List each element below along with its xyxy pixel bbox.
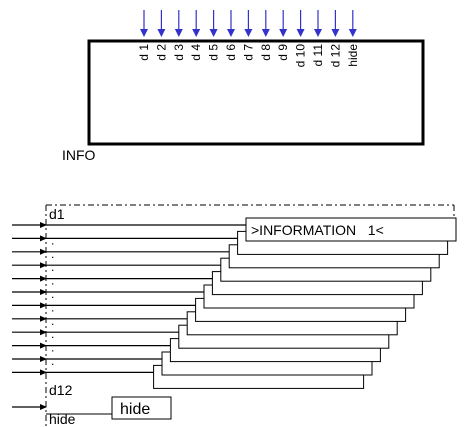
pin-arrowhead-icon	[227, 29, 235, 37]
input-wire	[12, 302, 196, 309]
input-pin[interactable]: d 10	[294, 10, 308, 67]
input-wire	[12, 248, 230, 255]
pin-label: d 2	[154, 44, 168, 61]
input-wire	[12, 235, 238, 242]
input-wire	[12, 369, 154, 376]
input-dot: .	[51, 341, 54, 355]
pin-arrowhead-icon	[261, 29, 270, 37]
input-pin[interactable]: d 9	[276, 10, 290, 61]
wire-arrowhead-icon	[40, 262, 47, 269]
wire-arrowhead-icon	[40, 315, 47, 322]
hide-box-text: hide	[120, 401, 150, 418]
input-pin[interactable]: d 12	[328, 10, 342, 67]
wire-arrowhead-icon	[40, 275, 47, 282]
pin-label: d 10	[294, 44, 308, 68]
pin-arrowhead-icon	[209, 29, 218, 37]
input-label-hide: hide	[49, 411, 76, 427]
input-pin[interactable]: d 6	[224, 10, 238, 61]
hide-wire-arrowhead-icon	[40, 404, 47, 410]
input-label-first: d1	[49, 206, 65, 222]
input-wire	[12, 329, 179, 336]
pin-arrowhead-icon	[314, 29, 322, 37]
input-pin[interactable]: d 8	[259, 10, 273, 61]
input-pin[interactable]: d 3	[172, 10, 186, 61]
pin-arrowhead-icon	[140, 29, 148, 37]
information-block[interactable]: d1 d12 hide >INFORMATION 1< .......... h…	[12, 204, 457, 427]
wire-arrowhead-icon	[40, 369, 47, 376]
pin-arrowhead-icon	[296, 29, 305, 37]
wire-arrowhead-icon	[40, 329, 47, 336]
input-label-last: d12	[49, 382, 73, 398]
input-dot: .	[51, 287, 54, 301]
pin-label: d 11	[311, 44, 325, 67]
pin-label: d 4	[189, 44, 203, 61]
pin-label: d 3	[172, 44, 186, 61]
input-pin[interactable]: d 2	[154, 10, 168, 61]
info-block-frame[interactable]	[87, 39, 425, 146]
input-wire	[12, 222, 246, 228]
pin-arrowhead-icon	[331, 29, 340, 37]
input-wire	[12, 356, 162, 362]
wire-arrowhead-icon	[40, 222, 47, 228]
input-pin[interactable]: d 11	[311, 10, 325, 66]
information-title: >INFORMATION 1<	[251, 222, 384, 238]
pin-label: hide	[346, 44, 360, 67]
pin-label: d 8	[259, 44, 273, 61]
input-wire	[12, 262, 221, 269]
input-wire	[12, 315, 188, 322]
input-wire	[12, 289, 204, 295]
wire-arrowhead-icon	[40, 342, 47, 349]
input-dot: .	[51, 354, 54, 368]
information-stack: >INFORMATION 1<	[153, 217, 457, 389]
input-dot: .	[51, 233, 54, 247]
input-dot: .	[51, 327, 54, 341]
pin-label: d 6	[224, 44, 238, 61]
info-block-label: INFO	[62, 147, 96, 163]
input-pin[interactable]: d 4	[189, 10, 203, 61]
hide-box[interactable]	[111, 396, 172, 420]
input-dots: ..........	[51, 233, 54, 368]
input-pin[interactable]: d 1	[137, 10, 151, 61]
pin-arrowhead-icon	[279, 29, 288, 37]
pin-arrowhead-icon	[244, 29, 253, 37]
pin-label: d 7	[241, 44, 255, 61]
input-pin[interactable]: hide	[346, 10, 360, 67]
wire-arrowhead-icon	[40, 235, 47, 242]
input-dot: .	[51, 274, 54, 288]
pin-arrowhead-icon	[192, 29, 201, 37]
input-dot: .	[51, 247, 54, 261]
pin-label: d 5	[207, 44, 221, 61]
pin-label: d 9	[276, 44, 290, 61]
input-dot: .	[51, 314, 54, 328]
input-wires	[12, 222, 246, 410]
input-dot: .	[51, 260, 54, 274]
wire-arrowhead-icon	[40, 289, 47, 295]
input-pin[interactable]: d 7	[241, 10, 255, 61]
pin-arrowhead-icon	[348, 29, 357, 37]
information-layer	[245, 217, 457, 242]
wire-arrowhead-icon	[40, 302, 47, 309]
input-wire	[12, 275, 213, 282]
input-pin[interactable]: d 5	[207, 10, 221, 61]
pin-label: d 1	[137, 44, 151, 61]
input-dot: .	[51, 300, 54, 314]
wire-arrowhead-icon	[40, 356, 47, 362]
input-wire	[12, 342, 171, 349]
pin-label: d 12	[328, 44, 342, 68]
pin-arrowhead-icon	[174, 29, 183, 37]
wire-arrowhead-icon	[40, 248, 47, 255]
pin-arrowhead-icon	[157, 29, 166, 37]
